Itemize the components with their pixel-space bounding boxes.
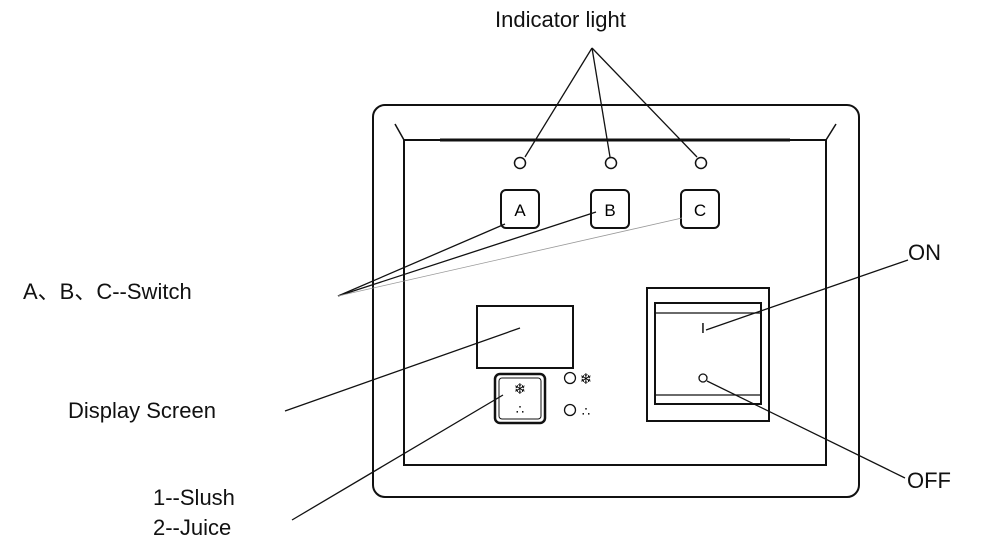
indicator-light-a xyxy=(513,156,527,170)
leader-line-display xyxy=(284,327,521,412)
slush-indicator-light xyxy=(563,371,577,385)
switch-key-a[interactable]: A xyxy=(500,189,540,229)
leader-line-switch xyxy=(337,211,597,297)
leader-line-indicator xyxy=(524,47,593,158)
leader-line-off xyxy=(706,380,906,479)
indicator-light-label: Indicator light xyxy=(495,7,626,32)
on-label: ON xyxy=(908,240,941,265)
snowflake-icon: ❄ xyxy=(514,380,527,398)
bevel-line xyxy=(394,123,405,141)
switch-label: A、B、C--Switch xyxy=(23,279,192,304)
leader-line-indicator xyxy=(591,47,611,158)
display-screen-label: Display Screen xyxy=(68,398,216,423)
off-mark xyxy=(698,373,708,383)
slush-mode-label: 1--Slush xyxy=(153,485,235,510)
indicator-light-b xyxy=(604,156,618,170)
leader-line-indicator xyxy=(591,47,698,158)
leader-line-on xyxy=(705,259,909,331)
switch-key-c[interactable]: C xyxy=(680,189,720,229)
leader-line-switch xyxy=(337,217,683,297)
juice-indicator-light xyxy=(563,403,577,417)
switch-key-c-label: C xyxy=(694,201,706,220)
snowflake-icon: ❄ xyxy=(580,370,593,388)
off-label: OFF xyxy=(907,468,951,493)
panel-outer-frame xyxy=(372,104,860,498)
bevel-line xyxy=(825,123,837,141)
display-screen xyxy=(476,305,574,369)
mode-selector-button[interactable]: ❄ ∴ xyxy=(493,372,547,425)
on-mark: I xyxy=(701,320,705,337)
power-rocker-switch[interactable]: I xyxy=(654,302,762,405)
switch-key-b[interactable]: B xyxy=(590,189,630,229)
indicator-light-c xyxy=(694,156,708,170)
switch-key-a-label: A xyxy=(514,201,526,220)
drops-icon: ∴ xyxy=(582,405,590,420)
switch-key-b-label: B xyxy=(604,201,615,220)
leader-line-mode xyxy=(291,394,504,521)
leader-line-switch xyxy=(337,223,506,297)
drops-icon: ∴ xyxy=(516,403,524,418)
juice-mode-label: 2--Juice xyxy=(153,515,232,540)
